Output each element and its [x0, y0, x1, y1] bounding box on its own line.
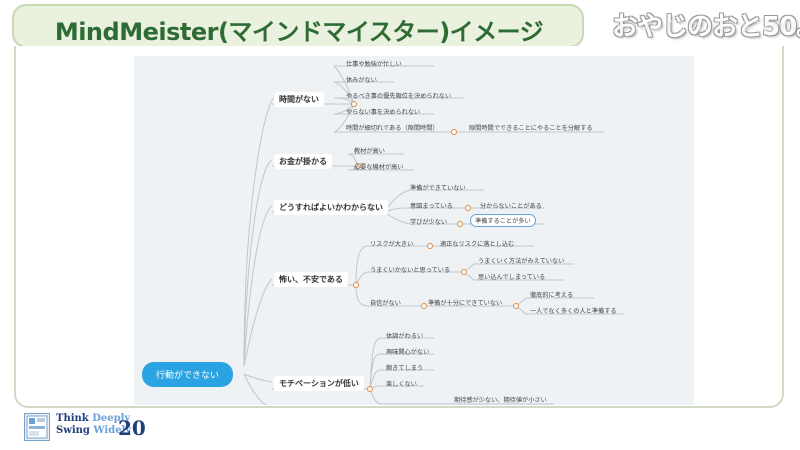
root-node[interactable]: 行動ができない — [142, 362, 234, 387]
branch-node[interactable]: 時間がない — [274, 92, 324, 107]
leaf-node[interactable]: 休みがない — [346, 77, 377, 84]
branch-node[interactable]: どうすればよいかわからない — [274, 200, 388, 215]
leaf-node[interactable]: 分からないことがある — [480, 203, 542, 210]
brand-logo-text: おやじのおと50。 — [612, 12, 800, 42]
leaf-node[interactable]: 一人でなく多くの人と準備する — [530, 308, 617, 315]
leaf-node[interactable]: 必要な機材が高い — [354, 164, 404, 171]
leaf-node[interactable]: 学びが少ない — [410, 219, 448, 226]
footer-deeply: Deeply — [92, 413, 131, 424]
leaf-node[interactable]: 適正なリスクに落とし込む — [440, 241, 515, 248]
branch-node[interactable]: モチベーションが低い — [274, 376, 364, 391]
slide-title: MindMeister(マインドマイスター)イメージ — [54, 18, 544, 46]
leaf-node[interactable]: 体調がわるい — [386, 333, 424, 340]
footer-swing: Swing — [56, 425, 94, 436]
title-banner: MindMeister(マインドマイスター)イメージ — [12, 4, 584, 48]
leaf-node[interactable]: 徹底的に考える — [530, 292, 574, 299]
leaf-node[interactable]: 興味関心がない — [386, 349, 430, 356]
footer-tagline: Think Deeply Swing Widely — [56, 413, 131, 437]
leaf-node[interactable]: 意図まっている — [410, 203, 453, 210]
leaf-node[interactable]: 期待感が少ない、期待値が小さい — [454, 397, 547, 404]
leaf-node[interactable]: 準備ができていない — [410, 185, 466, 192]
leaf-node[interactable]: 時間が細切れである（隙間時間） — [346, 125, 439, 132]
footer-widely: Widely — [93, 425, 132, 436]
leaf-node[interactable]: うまくいく方法がみえていない — [478, 258, 565, 265]
mindmap-screenshot: 行動ができない 時間がない 仕事や勉強が忙しい 休みがない やるべき事の優先順位… — [134, 56, 694, 405]
leaf-node[interactable]: やらない事を決められない — [346, 109, 421, 116]
leaf-node[interactable]: 思い込んでしまっている — [478, 274, 546, 281]
leaf-node[interactable]: うまくいかないと思っている — [370, 267, 451, 274]
leaf-node[interactable]: 楽しくない — [386, 381, 417, 388]
branch-node[interactable]: 怖い、不安である — [274, 272, 348, 287]
leaf-node[interactable]: リスクが大きい — [370, 241, 414, 248]
leaf-node[interactable]: 仕事や勉強が忙しい — [346, 61, 402, 68]
selected-leaf-node[interactable]: 準備することが多い — [470, 214, 536, 227]
footer-logo-icon — [24, 413, 50, 441]
leaf-node[interactable]: 準備が十分にできていない — [428, 300, 503, 307]
brand-logo-reflection: おやじのおと50。 — [612, 18, 800, 33]
branch-node[interactable]: お金が掛かる — [274, 154, 332, 169]
leaf-node[interactable]: 教材が高い — [354, 148, 385, 155]
footer-think: Think — [56, 413, 93, 424]
leaf-node[interactable]: 自信がない — [370, 300, 401, 307]
footer-number: 20 — [118, 416, 146, 440]
leaf-node[interactable]: 隙間時間でできることにやることを分解する — [469, 125, 593, 132]
leaf-node[interactable]: 飽きてしまう — [386, 365, 424, 372]
leaf-node[interactable]: やるべき事の優先順位を決められない — [346, 93, 452, 100]
